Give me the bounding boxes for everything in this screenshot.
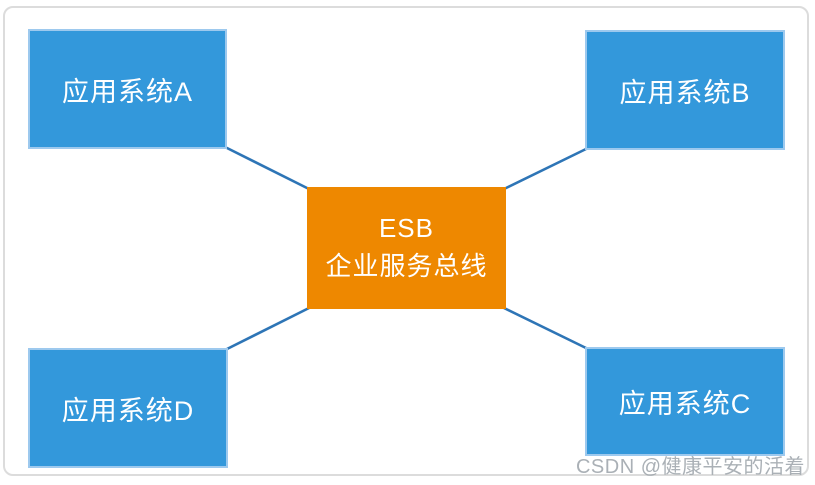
node-app-system-c: 应用系统C	[585, 347, 785, 456]
esb-label-line1: ESB	[378, 213, 434, 244]
node-app-system-d: 应用系统D	[28, 348, 228, 468]
esb-label-line2: 企业服务总线	[325, 251, 488, 281]
connector-app-c-esb	[502, 306, 588, 350]
connector-app-d-esb	[225, 306, 311, 351]
node-esb-center: ESB 企业服务总线	[307, 187, 506, 309]
csdn-watermark: CSDN @健康平安的活着	[575, 456, 805, 478]
node-app-system-a: 应用系统A	[28, 29, 227, 149]
connector-app-b-esb	[502, 147, 588, 191]
node-app-system-c-label: 应用系统C	[618, 389, 752, 419]
node-app-system-d-label: 应用系统D	[61, 395, 195, 426]
connector-app-a-esb	[225, 146, 311, 191]
node-app-system-b-label: 应用系统B	[619, 77, 751, 108]
node-app-system-a-label: 应用系统A	[61, 76, 193, 107]
node-app-system-b: 应用系统B	[585, 30, 785, 150]
